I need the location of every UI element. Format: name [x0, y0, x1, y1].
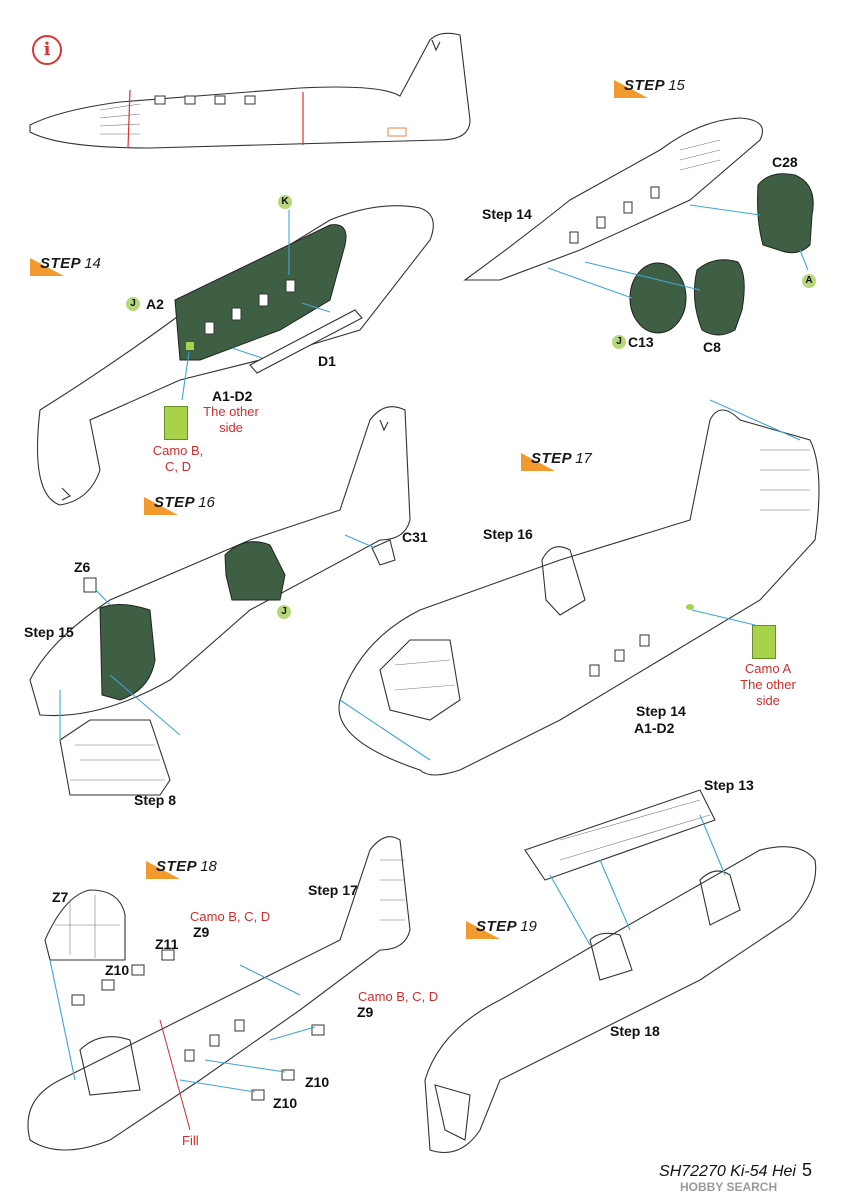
watermark: HOBBY SEARCH	[680, 1180, 778, 1194]
note-camo-bcd: Camo B, C, D	[190, 909, 271, 924]
part-c28: C28	[772, 154, 798, 170]
ref-step16: Step 16	[483, 526, 533, 542]
note-camo-bcd: Camo B, C, D	[358, 989, 439, 1004]
k-glue-badge: K	[278, 195, 292, 209]
part-c31: C31	[402, 529, 428, 545]
note-camo-bcd: Camo B, C, D	[152, 443, 204, 474]
step18-drawing	[27, 836, 411, 1151]
note-camo-a: Camo A	[744, 661, 792, 676]
part-a1-d2: A1-D2	[634, 720, 675, 736]
step19-drawing	[424, 789, 817, 1154]
ref-step15: Step 15	[24, 624, 74, 640]
ref-step17: Step 17	[308, 882, 358, 898]
part-z10: Z10	[305, 1074, 330, 1090]
note-other-side: The other side	[740, 677, 796, 708]
part-c8: C8	[703, 339, 721, 355]
kit-code: SH72270 Ki-54 Hei	[659, 1163, 796, 1180]
part-z11: Z11	[155, 936, 179, 952]
step-flag-icon	[144, 497, 178, 515]
ref-step14: Step 14	[482, 206, 532, 222]
info-icon: i	[32, 35, 62, 65]
page-footer: SH72270 Ki-54 Hei 5	[659, 1160, 812, 1181]
part-z10: Z10	[273, 1095, 298, 1111]
note-fill: Fill	[182, 1133, 199, 1148]
part-z7: Z7	[52, 889, 69, 905]
step-flag-icon	[146, 861, 180, 879]
note-other-side: The other side	[203, 404, 259, 435]
step-flag-icon	[30, 258, 64, 276]
step16-drawing	[29, 406, 411, 796]
step-flag-icon	[521, 453, 555, 471]
step14-drawing	[36, 205, 434, 506]
part-c13: C13	[628, 334, 654, 350]
j-glue-badge: J	[277, 605, 291, 619]
part-z10: Z10	[105, 962, 130, 978]
ref-step8: Step 8	[134, 792, 177, 808]
part-a1-d2: A1-D2	[212, 388, 253, 404]
page-number: 5	[801, 1160, 812, 1180]
step-flag-icon	[466, 921, 500, 939]
ref-step14: Step 14	[636, 703, 686, 719]
part-a2: A2	[146, 296, 164, 312]
step17-drawing	[338, 399, 820, 776]
part-z9: Z9	[357, 1004, 374, 1020]
step-flag-icon	[614, 80, 648, 98]
camo-chip-icon	[752, 625, 776, 659]
camo-chip-icon	[164, 406, 188, 440]
ref-step13: Step 13	[704, 777, 754, 793]
j-glue-badge: J	[612, 335, 626, 349]
a-glue-badge: A	[802, 274, 816, 288]
part-z6: Z6	[74, 559, 91, 575]
step15-drawing	[463, 117, 814, 336]
ref-step18: Step 18	[610, 1023, 660, 1039]
info-fuselage-drawing	[29, 32, 471, 149]
j-glue-badge: J	[126, 297, 140, 311]
part-z9: Z9	[193, 924, 210, 940]
part-d1: D1	[318, 353, 336, 369]
